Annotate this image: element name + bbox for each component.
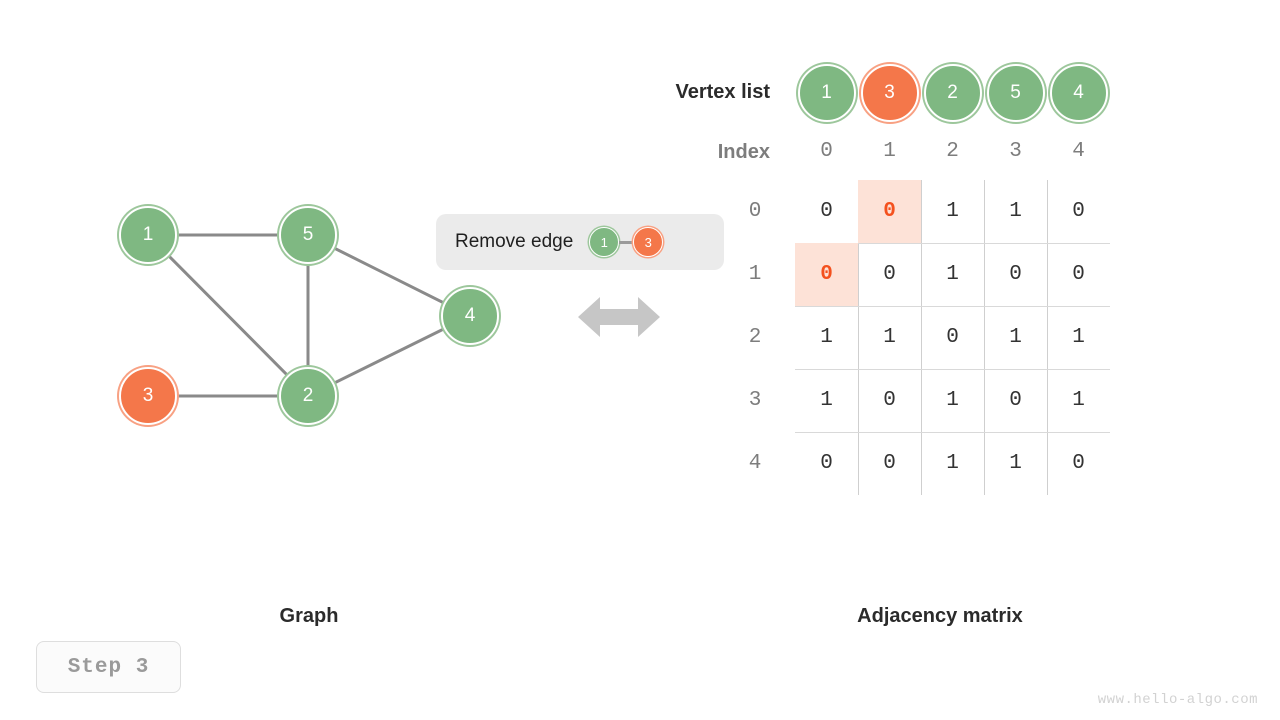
caption-adjacency-matrix: Adjacency matrix [857,605,1023,627]
operation-endpoint-to: 3 [633,227,664,257]
matrix-cell-3-0: 1 [820,389,833,412]
matrix-gridline-horizontal-3 [795,369,1110,370]
vertex-list-item-0: 1 [797,64,856,122]
column-index-3: 3 [1009,140,1022,163]
column-index-2: 2 [946,140,959,163]
matrix-cell-2-3: 1 [1009,326,1022,349]
matrix-cell-3-4: 1 [1072,389,1085,412]
matrix-cell-0-4: 0 [1072,200,1085,223]
matrix-cell-2-0: 1 [820,326,833,349]
row-index-3: 3 [748,389,762,412]
matrix-gridline-vertical-3 [984,180,985,495]
caption-graph: Graph [279,605,339,627]
row-index-1: 1 [748,263,762,286]
row-index-4: 4 [748,452,762,475]
matrix-cell-2-1: 1 [883,326,896,349]
matrix-cell-1-1: 0 [883,263,896,286]
matrix-cell-1-2: 1 [946,263,959,286]
graph-node-5: 5 [279,206,337,264]
step-badge: Step 3 [36,641,181,693]
matrix-cell-1-3: 0 [1009,263,1022,286]
double-headed-arrow-icon [578,297,660,337]
matrix-cell-4-4: 0 [1072,452,1085,475]
operation-edge-line [619,240,634,244]
vertex-list-item-1: 3 [860,64,919,122]
matrix-cell-0-0: 0 [820,200,833,223]
matrix-cell-0-3: 1 [1009,200,1022,223]
matrix-cell-3-3: 0 [1009,389,1022,412]
matrix-cell-3-2: 1 [946,389,959,412]
matrix-cell-1-0: 0 [795,243,858,306]
matrix-gridline-vertical-1 [858,180,859,495]
operation-endpoint-from: 1 [589,227,620,257]
column-index-4: 4 [1072,140,1085,163]
vertex-list-item-3: 5 [986,64,1045,122]
matrix-cell-4-1: 0 [883,452,896,475]
index-label: Index [717,141,770,163]
vertex-chip-1: 1 [797,64,856,122]
vertex-list-item-4: 4 [1049,64,1108,122]
matrix-cell-2-2: 0 [946,326,959,349]
graph-panel: 1 5 4 3 2 [0,0,620,560]
vertex-chip-4: 4 [1049,64,1108,122]
matrix-gridline-vertical-2 [921,180,922,495]
row-index-2: 2 [748,326,762,349]
column-index-1: 1 [883,140,896,163]
graph-node-2: 2 [279,367,337,425]
matrix-gridline-vertical-4 [1047,180,1048,495]
matrix-cell-0-2: 1 [946,200,959,223]
graph-edge [307,314,471,398]
operation-endpoints: 1 3 [589,227,664,257]
column-index-0: 0 [820,140,833,163]
matrix-cell-2-4: 1 [1072,326,1085,349]
matrix-gridline-horizontal-4 [795,432,1110,433]
matrix-cell-4-2: 1 [946,452,959,475]
vertex-chip-3: 3 [860,64,919,122]
matrix-cell-0-1: 0 [858,180,921,243]
row-index-0: 0 [748,200,762,223]
matrix-gridline-horizontal-2 [795,306,1110,307]
operation-chip: Remove edge 1 3 [436,214,724,270]
matrix-gridline-horizontal-1 [795,243,1110,244]
graph-node-1: 1 [119,206,177,264]
matrix-cell-1-4: 0 [1072,263,1085,286]
graph-node-4: 4 [441,287,499,345]
vertex-chip-2: 2 [923,64,982,122]
vertex-chip-5: 5 [986,64,1045,122]
matrix-cell-4-3: 1 [1009,452,1022,475]
vertex-list-label: Vertex list [675,81,770,103]
graph-node-3: 3 [119,367,177,425]
graph-edge [146,233,310,398]
vertex-list-item-2: 2 [923,64,982,122]
matrix-cell-3-1: 0 [883,389,896,412]
operation-label: Remove edge [455,231,574,252]
matrix-cell-4-0: 0 [820,452,833,475]
watermark: www.hello-algo.com [1097,692,1258,708]
